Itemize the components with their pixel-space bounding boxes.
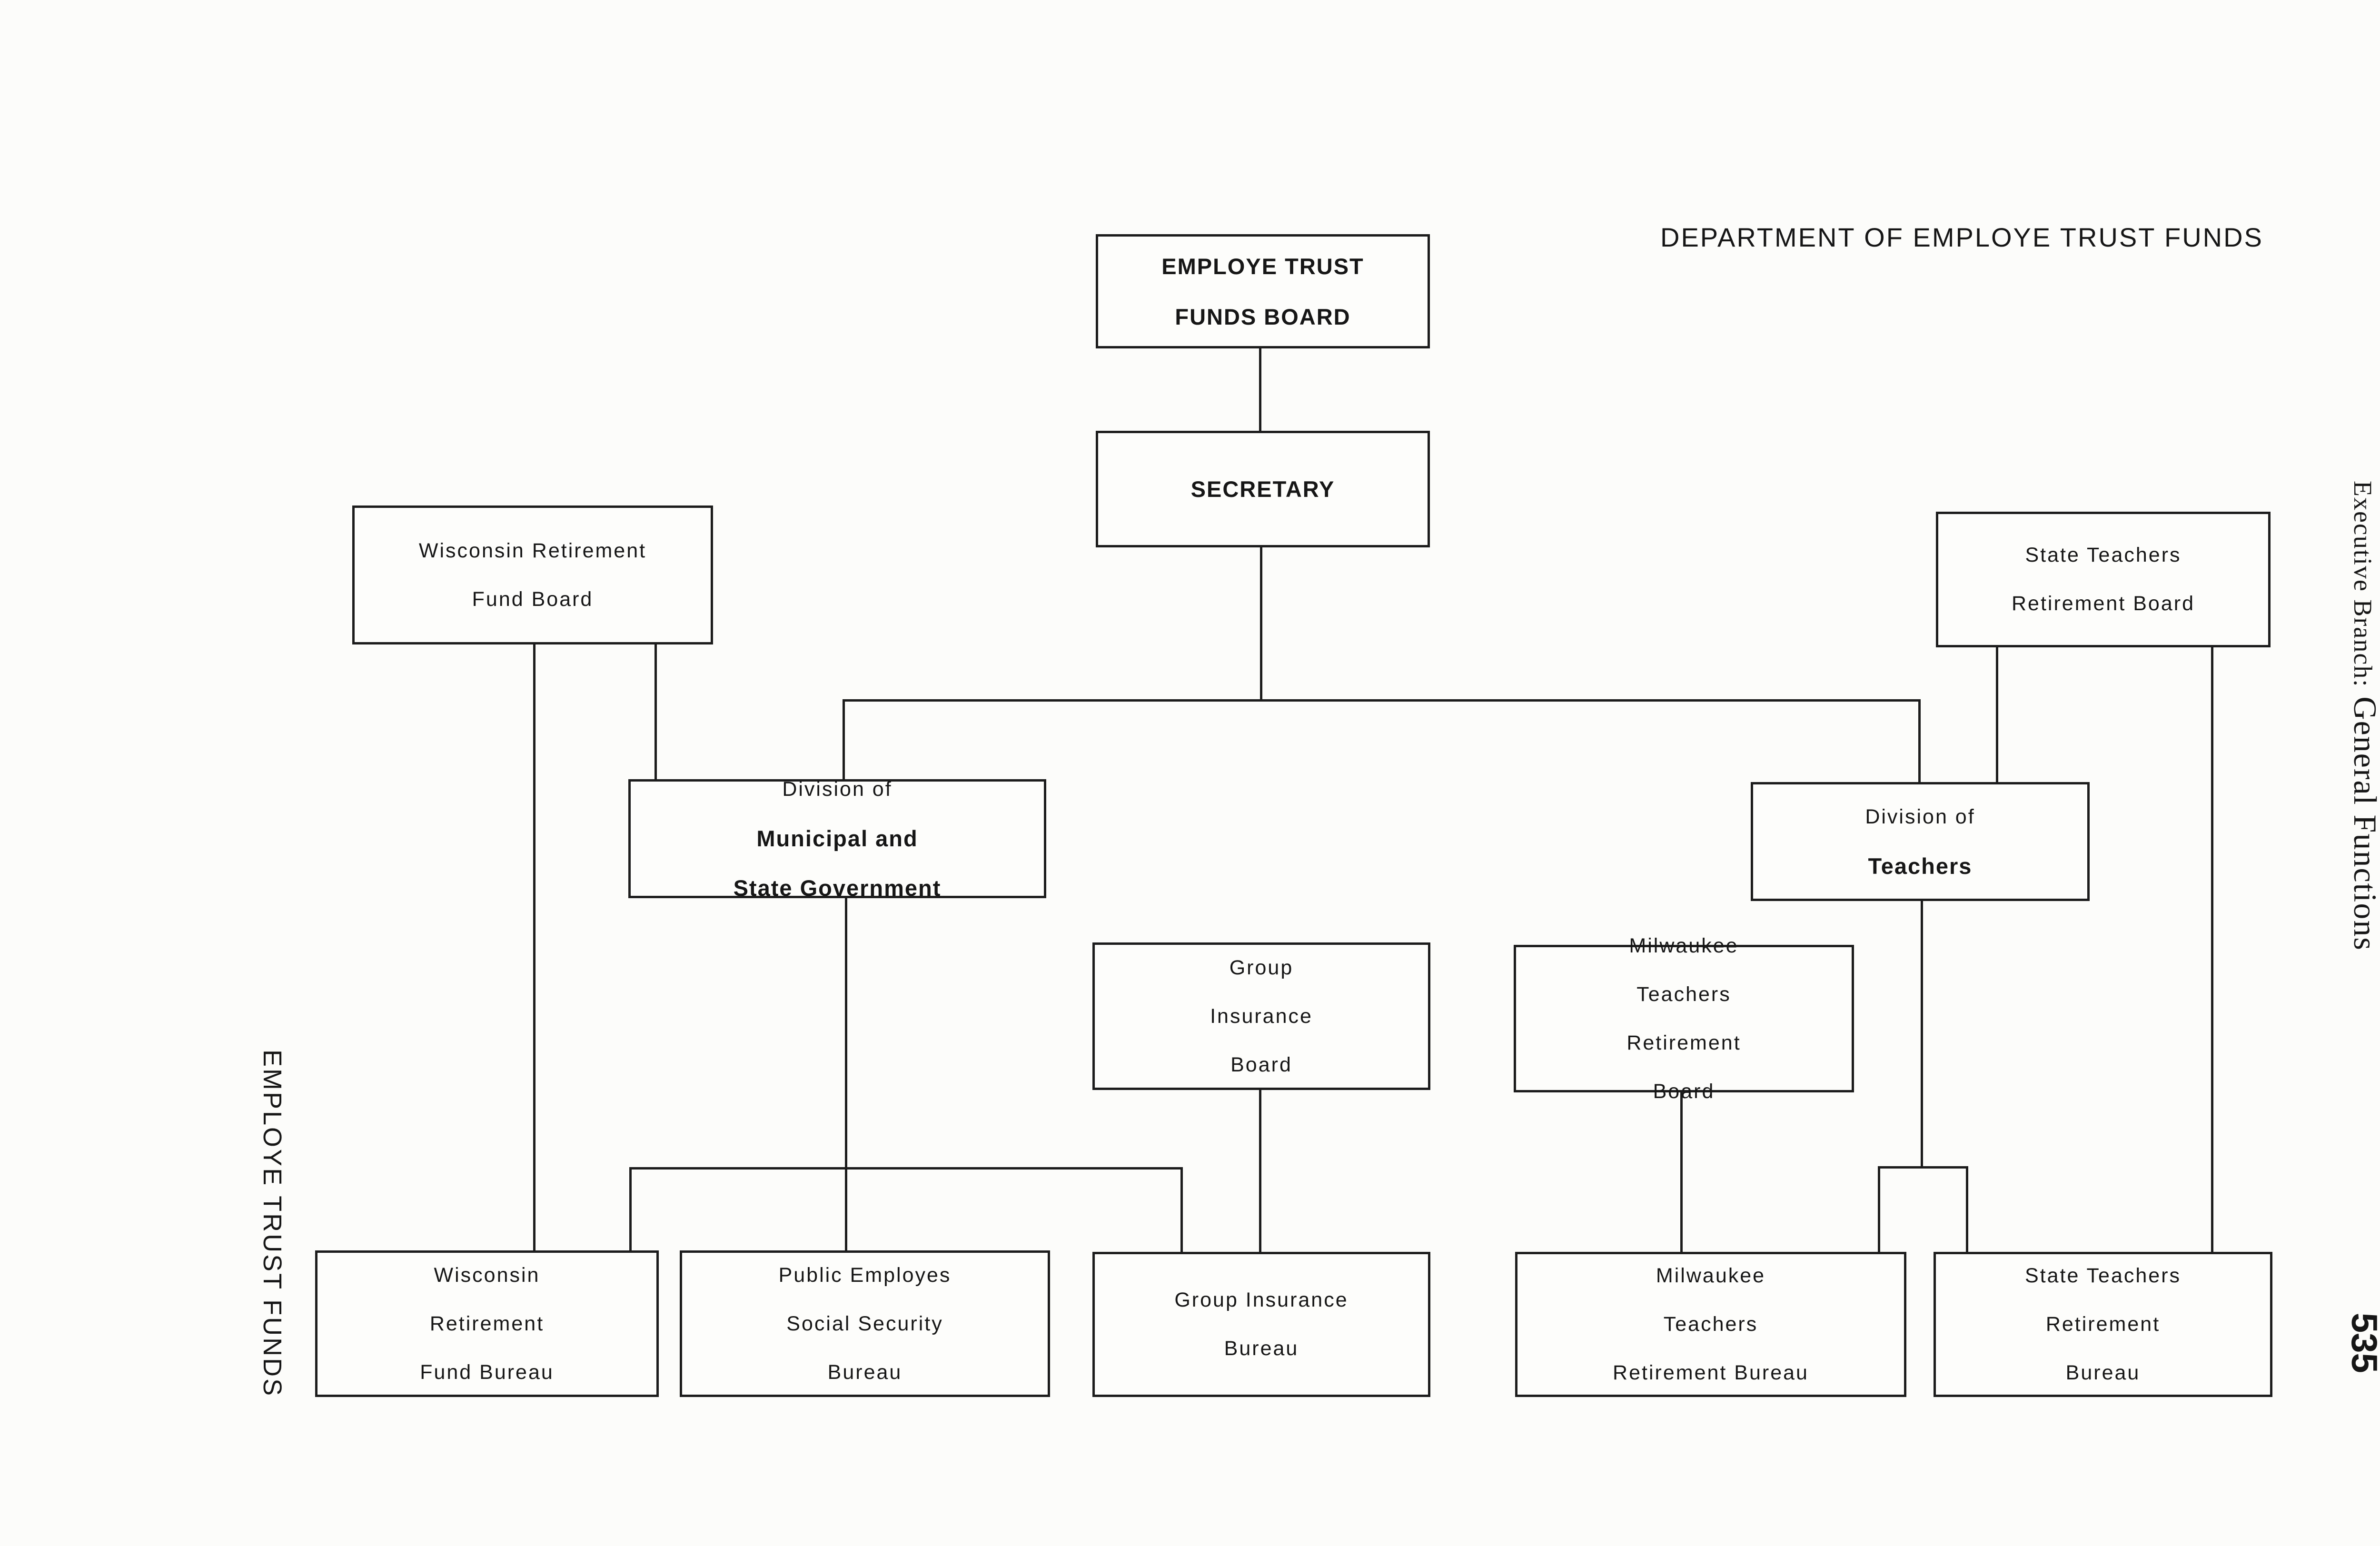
running-head-suffix: General Functions <box>2347 696 2380 951</box>
box-label: SECRETARY <box>1190 476 1335 502</box>
connector <box>1966 1166 1968 1254</box>
division-teachers-box: Division of Teachers <box>1751 782 2090 901</box>
page-number: 535 <box>2344 1313 2380 1373</box>
public-employes-social-security-bureau-box: Public Employes Social Security Bureau <box>680 1250 1050 1397</box>
running-head-prefix: Executive Branch: <box>2349 481 2377 688</box>
box-label: Bureau <box>827 1360 902 1384</box>
connector <box>1921 899 1923 1169</box>
connector <box>1259 347 1261 432</box>
box-label: FUNDS BOARD <box>1175 304 1351 329</box>
milwaukee-teachers-retirement-bureau-box: Milwaukee Teachers Retirement Bureau <box>1515 1252 1906 1397</box>
section-title-vertical: EMPLOYE TRUST FUNDS <box>258 1050 287 1398</box>
connector <box>1918 699 1921 784</box>
box-label: Social Security <box>786 1312 943 1335</box>
box-label: Bureau <box>2065 1361 2141 1384</box>
connector <box>1996 645 1998 784</box>
connector <box>533 643 536 1254</box>
box-label: Teachers <box>1636 982 1731 1006</box>
box-label: State Teachers <box>2024 1264 2182 1287</box>
connector <box>629 1167 632 1254</box>
box-label: Retirement <box>1626 1031 1741 1054</box>
box-label: Milwaukee <box>1656 1264 1766 1287</box>
group-insurance-board-box: Group Insurance Board <box>1092 942 1430 1090</box>
employe-trust-funds-board-box: EMPLOYE TRUST FUNDS BOARD <box>1096 234 1430 348</box>
page-header-title: DEPARTMENT OF EMPLOYE TRUST FUNDS <box>1660 222 2263 252</box>
box-label: Milwaukee <box>1629 934 1739 957</box>
connector <box>843 699 1921 702</box>
box-label: Board <box>1653 1080 1715 1103</box>
wisconsin-retirement-fund-bureau-box: Wisconsin Retirement Fund Bureau <box>315 1250 659 1397</box>
box-label: Teachers <box>1663 1313 1758 1336</box>
division-municipal-state-government-box: Division of Municipal and State Governme… <box>628 777 1046 901</box>
box-label: Wisconsin Retirement <box>418 539 647 562</box>
box-label: Fund Board <box>472 587 594 611</box>
group-insurance-bureau-box: Group Insurance Bureau <box>1092 1252 1430 1397</box>
box-label: State Teachers <box>2025 544 2182 566</box>
box-label: State Government <box>733 875 942 901</box>
box-label: Insurance <box>1210 1004 1313 1028</box>
box-label: Fund Bureau <box>420 1360 554 1384</box>
connector <box>629 1167 1183 1169</box>
box-label: Public Employes <box>778 1263 952 1287</box>
connector <box>845 896 847 1254</box>
box-label: Municipal and <box>756 825 918 851</box>
box-label: Division of <box>1865 805 1975 828</box>
box-label: Group Insurance <box>1174 1288 1349 1311</box>
box-label: Bureau <box>1224 1337 1299 1360</box>
connector <box>1680 1091 1683 1254</box>
box-label: Board <box>1230 1053 1292 1076</box>
connector <box>1259 1089 1261 1254</box>
box-label: Teachers <box>1868 853 1973 879</box>
box-label: Wisconsin <box>434 1263 540 1287</box>
connector <box>1878 1166 1968 1169</box>
box-label: Division of <box>782 777 892 801</box>
secretary-box: SECRETARY <box>1096 431 1430 547</box>
state-teachers-retirement-bureau-box: State Teachers Retirement Bureau <box>1934 1252 2272 1397</box>
box-label: Retirement Board <box>2012 592 2195 615</box>
box-label: EMPLOYE TRUST <box>1161 253 1364 279</box>
running-head-vertical: Executive Branch: General Functions <box>2346 481 2380 951</box>
connector <box>843 699 845 781</box>
state-teachers-retirement-board-box: State Teachers Retirement Board <box>1936 512 2271 647</box>
milwaukee-teachers-retirement-board-box: Milwaukee Teachers Retirement Board <box>1514 934 1854 1103</box>
connector <box>1180 1167 1183 1254</box>
connector <box>654 643 657 781</box>
box-label: Retirement <box>429 1312 545 1335</box>
box-label: Retirement Bureau <box>1613 1361 1809 1384</box>
box-label: Group <box>1229 956 1294 979</box>
wisconsin-retirement-fund-board-box: Wisconsin Retirement Fund Board <box>352 505 713 644</box>
box-label: Retirement <box>2045 1313 2161 1336</box>
connector <box>2211 645 2213 1254</box>
connector <box>1260 546 1262 702</box>
connector <box>1878 1166 1880 1254</box>
